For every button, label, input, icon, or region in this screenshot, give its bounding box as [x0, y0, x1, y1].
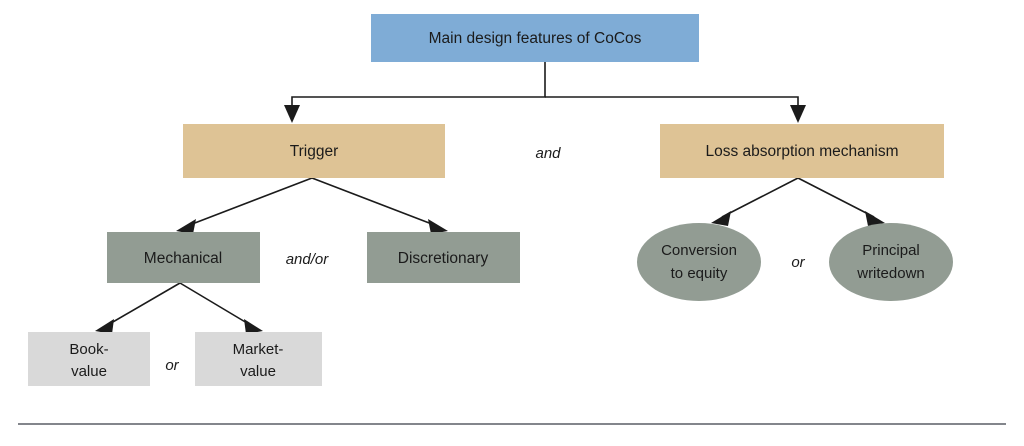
node-shape-market-value [195, 332, 322, 386]
edge-root-to-level2 [284, 62, 806, 123]
node-label-mechanical: Mechanical [144, 250, 222, 267]
node-trigger[interactable]: Trigger [183, 124, 445, 178]
connector-label-or-left: or [165, 357, 179, 374]
arrowhead-trigger-discretionary [428, 219, 448, 234]
arrowhead-mechanical-bookvalue [95, 319, 114, 334]
arrowhead-root-loss [790, 105, 806, 123]
node-mechanical[interactable]: Mechanical [107, 232, 260, 283]
node-label-conversion-to-equity-line1: Conversion [661, 242, 737, 259]
edge-trigger-to-children [176, 177, 448, 234]
node-label-main-design-features: Main design features of CoCos [429, 30, 642, 47]
edge-mechanical-to-children [95, 282, 263, 334]
node-shape-trigger [183, 124, 445, 178]
node-shape-discretionary [367, 232, 520, 283]
edge-line-root-trigger [291, 62, 546, 107]
node-shape-main-design-features [371, 14, 699, 62]
node-book-value[interactable]: Book- value [28, 332, 150, 386]
arrowhead-loss-conversion [711, 211, 731, 226]
arrowhead-root-trigger [284, 105, 300, 123]
arrowhead-trigger-mechanical [176, 219, 196, 234]
node-discretionary[interactable]: Discretionary [367, 232, 520, 283]
node-label-conversion-to-equity-line2: to equity [671, 265, 728, 282]
node-main-design-features[interactable]: Main design features of CoCos [371, 14, 699, 62]
connector-label-or-right: or [791, 254, 805, 271]
node-label-market-value-line2: value [240, 363, 276, 380]
edge-line-trigger-discretionary [311, 177, 438, 227]
node-conversion-to-equity[interactable]: Conversion to equity [637, 223, 761, 301]
connector-label-and: and [535, 145, 561, 162]
node-shape-loss-absorption-mechanism [660, 124, 944, 178]
edge-line-loss-conversion [721, 177, 799, 218]
node-principal-writedown[interactable]: Principal writedown [829, 223, 953, 301]
edge-loss-to-children [711, 177, 885, 226]
node-label-principal-writedown-line2: writedown [856, 265, 925, 282]
node-label-loss-absorption-mechanism: Loss absorption mechanism [706, 143, 899, 160]
edge-line-mechanical-bookvalue [105, 282, 181, 327]
node-shape-book-value [28, 332, 150, 386]
arrowhead-mechanical-marketvalue [244, 319, 263, 334]
node-shape-mechanical [107, 232, 260, 283]
node-shape-principal-writedown [829, 223, 953, 301]
node-label-trigger: Trigger [290, 143, 339, 160]
node-label-market-value-line1: Market- [233, 341, 284, 358]
node-loss-absorption-mechanism[interactable]: Loss absorption mechanism [660, 124, 944, 178]
arrowhead-loss-principal [865, 211, 885, 226]
edge-line-loss-principal [797, 177, 875, 218]
edge-line-root-loss [545, 96, 799, 107]
node-market-value[interactable]: Market- value [195, 332, 322, 386]
node-label-principal-writedown-line1: Principal [862, 242, 920, 259]
node-label-book-value-line1: Book- [69, 341, 108, 358]
edge-line-trigger-mechanical [186, 177, 313, 227]
edge-line-mechanical-marketvalue [179, 282, 253, 327]
node-label-book-value-line2: value [71, 363, 107, 380]
connector-label-and-or: and/or [286, 251, 330, 268]
node-shape-conversion-to-equity [637, 223, 761, 301]
node-label-discretionary: Discretionary [398, 250, 489, 267]
